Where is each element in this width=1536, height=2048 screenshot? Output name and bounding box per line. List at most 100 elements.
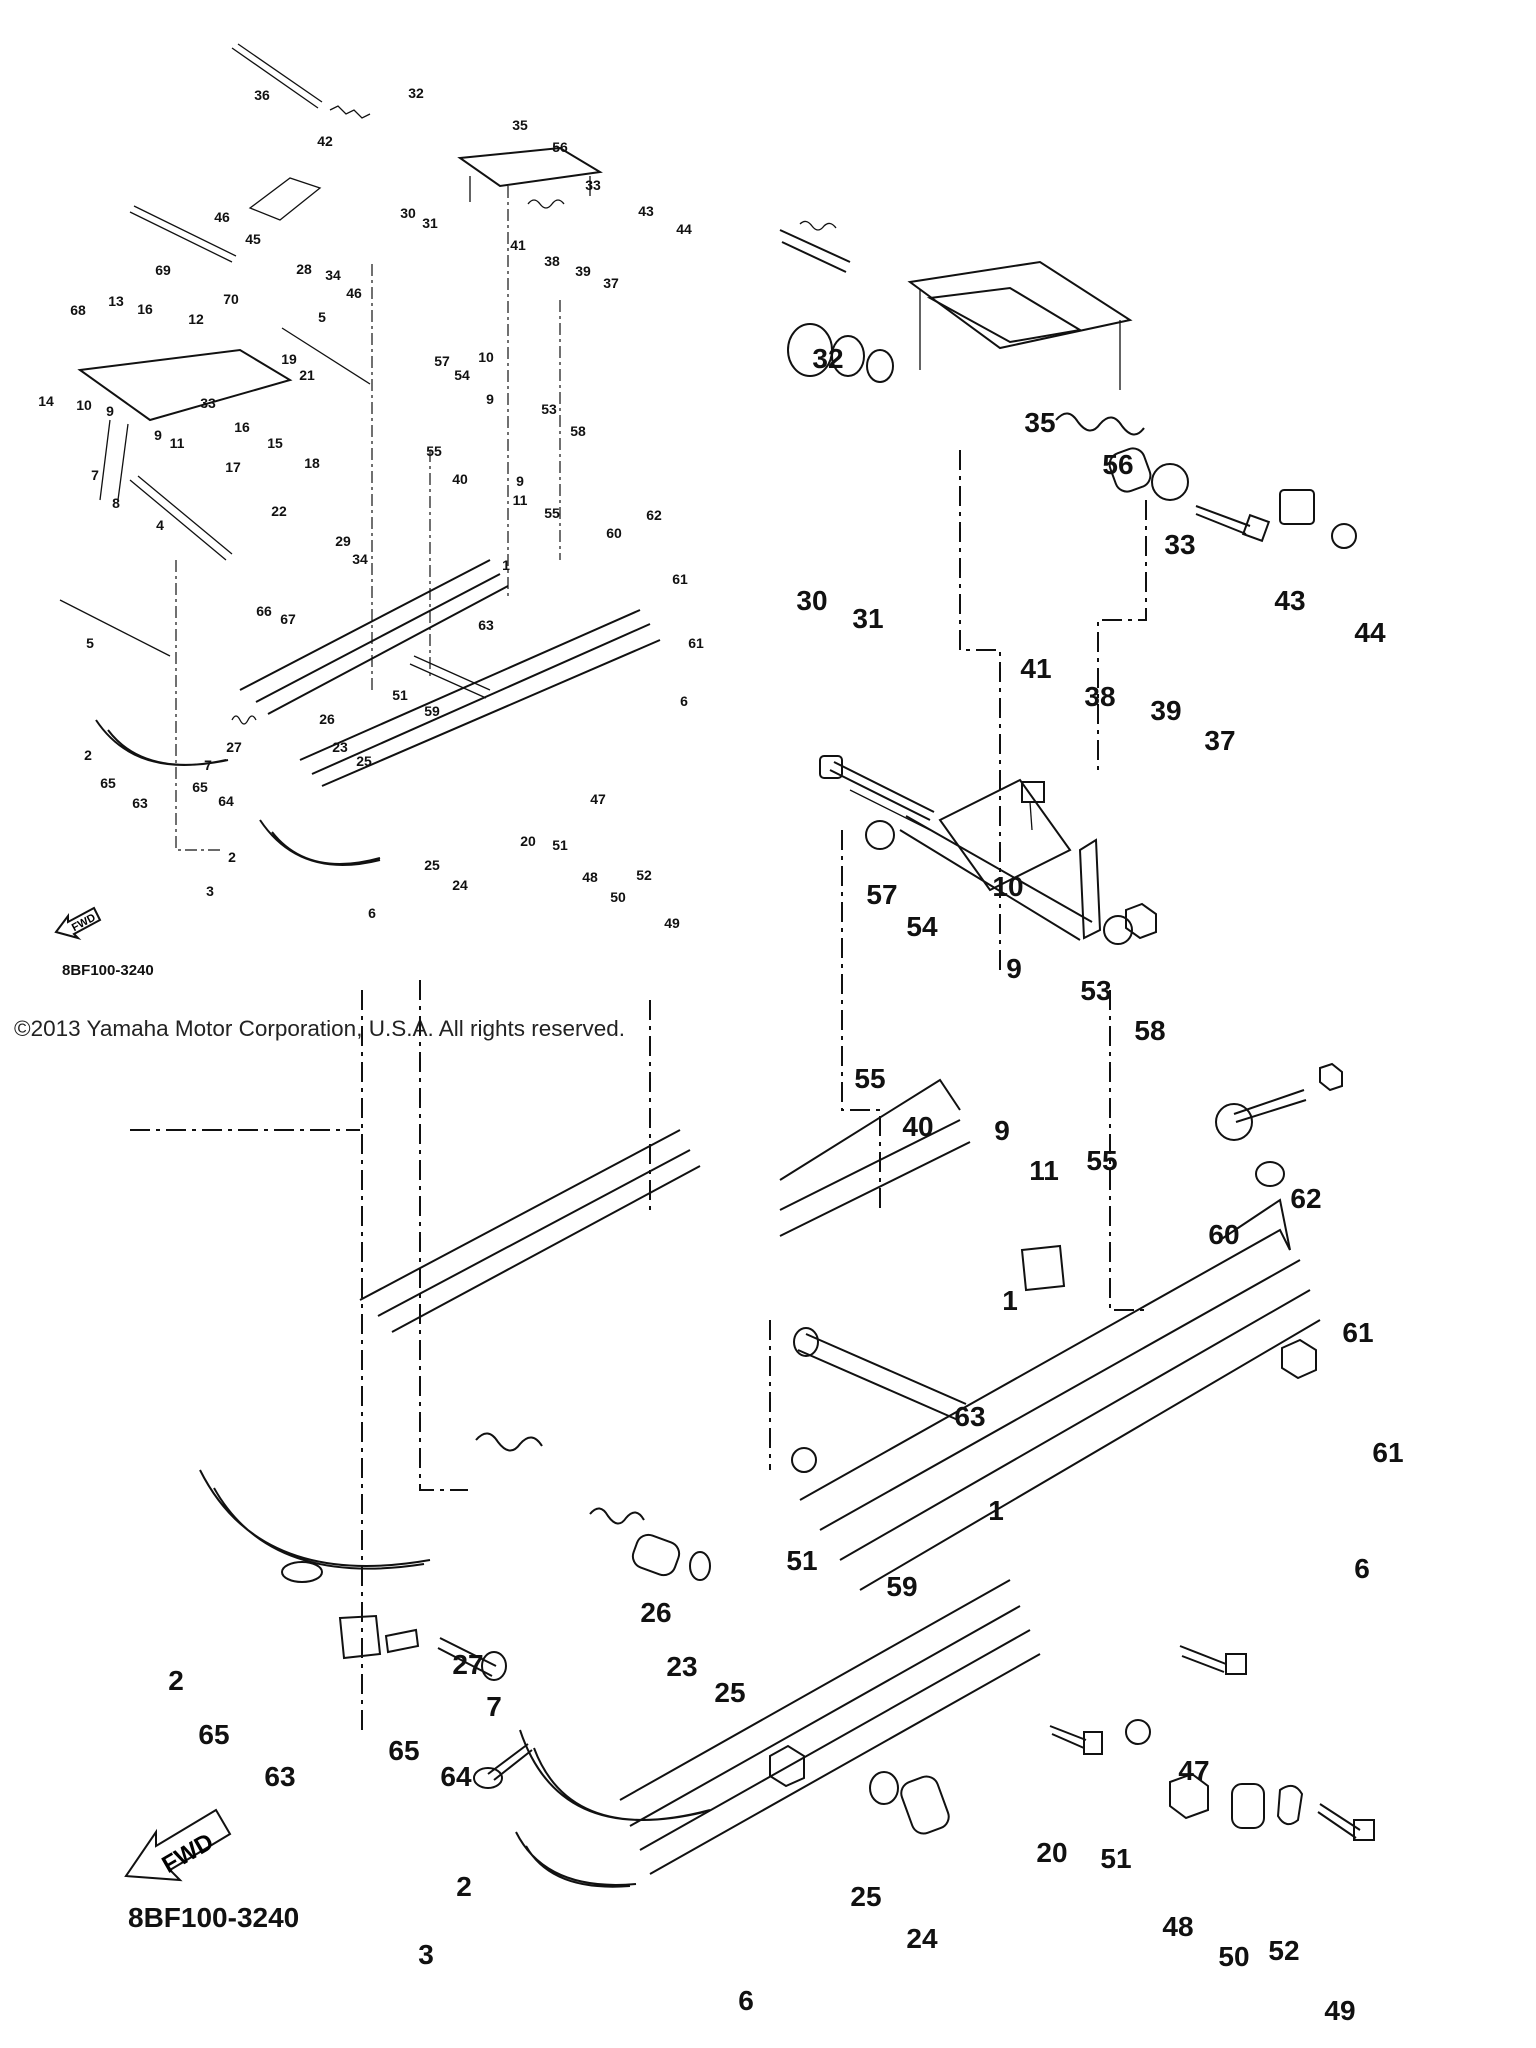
callout-6: 6 [738, 1985, 754, 2016]
callout-36: 36 [254, 87, 270, 103]
callout-65: 65 [198, 1719, 229, 1750]
callout-3: 3 [206, 883, 214, 899]
callout-52: 52 [1268, 1935, 1299, 1966]
callout-43: 43 [1274, 585, 1305, 616]
callout-7: 7 [486, 1691, 502, 1722]
callout-9: 9 [106, 403, 114, 419]
callout-48: 48 [1162, 1911, 1193, 1942]
callout-51: 51 [1100, 1843, 1131, 1874]
callout-57: 57 [866, 879, 897, 910]
callout-20: 20 [1036, 1837, 1067, 1868]
callout-55: 55 [854, 1063, 885, 1094]
callout-38: 38 [1084, 681, 1115, 712]
callout-30: 30 [796, 585, 827, 616]
callout-49: 49 [1324, 1995, 1355, 2026]
overview-frame-lines [175, 186, 561, 851]
callout-33: 33 [200, 395, 216, 411]
callout-4: 4 [156, 517, 164, 533]
callout-31: 31 [422, 215, 438, 231]
callout-24: 24 [906, 1923, 938, 1954]
callout-34: 34 [352, 551, 368, 567]
callout-34: 34 [325, 267, 341, 283]
callout-33: 33 [585, 177, 601, 193]
callout-63: 63 [478, 617, 494, 633]
callout-61: 61 [1342, 1317, 1373, 1348]
part-number-large: 8BF100-3240 [128, 1902, 300, 1933]
callout-41: 41 [1020, 653, 1051, 684]
callout-60: 60 [606, 525, 622, 541]
callout-10: 10 [992, 871, 1023, 902]
callout-25: 25 [714, 1677, 745, 1708]
callout-59: 59 [886, 1571, 917, 1602]
callout-65: 65 [100, 775, 116, 791]
callout-45: 45 [245, 231, 261, 247]
callout-30: 30 [400, 205, 416, 221]
callout-9: 9 [1006, 953, 1022, 984]
callout-44: 44 [676, 221, 692, 237]
callout-18: 18 [304, 455, 320, 471]
callout-14: 14 [38, 393, 54, 409]
callout-57: 57 [434, 353, 450, 369]
callout-46: 46 [214, 209, 230, 225]
callout-59: 59 [424, 703, 440, 719]
callout-11: 11 [513, 492, 528, 508]
callout-60: 60 [1208, 1219, 1239, 1250]
callout-52: 52 [636, 867, 652, 883]
callout-61: 61 [688, 635, 704, 651]
callout-2: 2 [456, 1871, 472, 1902]
callout-27: 27 [452, 1649, 483, 1680]
callout-19: 19 [281, 351, 297, 367]
callout-35: 35 [512, 117, 528, 133]
callout-21: 21 [299, 367, 315, 383]
callout-63: 63 [954, 1401, 985, 1432]
callout-63: 63 [132, 795, 148, 811]
callout-22: 22 [271, 503, 287, 519]
callout-2: 2 [84, 747, 92, 763]
callout-5: 5 [86, 635, 94, 651]
callout-47: 47 [1178, 1755, 1209, 1786]
callout-62: 62 [1290, 1183, 1321, 1214]
callout-10: 10 [76, 397, 92, 413]
callout-33: 33 [1164, 529, 1195, 560]
callout-39: 39 [1150, 695, 1181, 726]
callout-47: 47 [590, 791, 606, 807]
callout-10: 10 [478, 349, 494, 365]
callout-65: 65 [192, 779, 208, 795]
callout-70: 70 [223, 291, 239, 307]
callout-67: 67 [280, 611, 296, 627]
callout-49: 49 [664, 915, 680, 931]
callout-55: 55 [544, 505, 560, 521]
callout-29: 29 [335, 533, 351, 549]
callout-6: 6 [680, 693, 688, 709]
callout-12: 12 [188, 311, 204, 327]
callout-23: 23 [666, 1651, 697, 1682]
callout-15: 15 [267, 435, 283, 451]
callout-54: 54 [454, 367, 470, 383]
callout-35: 35 [1024, 407, 1055, 438]
callout-28: 28 [296, 261, 312, 277]
callout-68: 68 [70, 302, 86, 318]
callout-53: 53 [1080, 975, 1111, 1006]
detail-frame-lines [130, 450, 1150, 1730]
callout-39: 39 [575, 263, 591, 279]
callout-37: 37 [1204, 725, 1235, 756]
callout-11: 11 [170, 435, 185, 451]
callout-56: 56 [1102, 449, 1133, 480]
fwd-label-large: FWD [157, 1828, 218, 1879]
callout-2: 2 [228, 849, 236, 865]
callout-51: 51 [786, 1545, 817, 1576]
callout-51: 51 [392, 687, 408, 703]
callout-40: 40 [452, 471, 468, 487]
callout-50: 50 [610, 889, 626, 905]
part-number-small: 8BF100-3240 [62, 962, 154, 979]
callout-27: 27 [226, 739, 242, 755]
callout-62: 62 [646, 507, 662, 523]
callout-5: 5 [318, 309, 326, 325]
callout-43: 43 [638, 203, 654, 219]
callout-7: 7 [204, 757, 212, 773]
callout-37: 37 [603, 275, 619, 291]
